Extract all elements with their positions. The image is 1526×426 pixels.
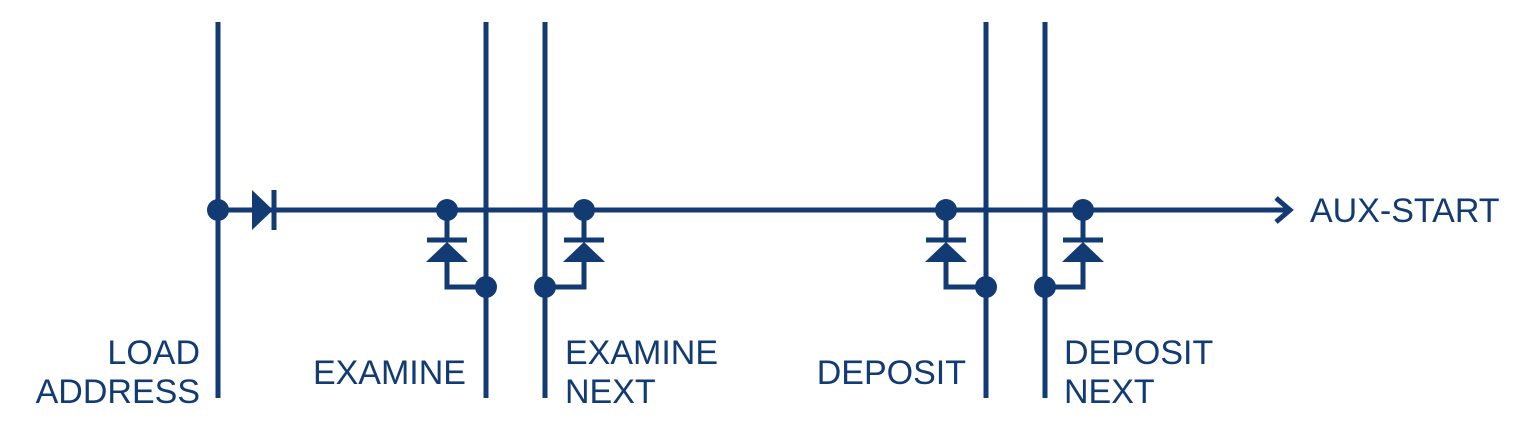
junction-dot xyxy=(207,199,229,221)
examine-next-label-line2: NEXT xyxy=(565,373,656,411)
examine-diode-branch xyxy=(426,210,497,298)
aux-start-label: AUX-START xyxy=(1310,192,1500,230)
deposit-label: DEPOSIT xyxy=(817,354,966,392)
load-address-label-line2: ADDRESS xyxy=(36,373,200,411)
arrow-head-icon xyxy=(1274,196,1294,224)
examine-next-diode-branch xyxy=(534,210,605,298)
deposit-next-diode-branch xyxy=(1034,210,1104,298)
load-address-label-line1: LOAD xyxy=(107,334,200,372)
examine-next-label-line1: EXAMINE xyxy=(565,334,718,372)
deposit-next-label-line2: NEXT xyxy=(1064,373,1155,411)
deposit-diode-branch xyxy=(925,210,997,298)
examine-label: EXAMINE xyxy=(313,354,466,392)
series-diode xyxy=(252,190,277,230)
deposit-next-label-line1: DEPOSIT xyxy=(1064,334,1213,372)
